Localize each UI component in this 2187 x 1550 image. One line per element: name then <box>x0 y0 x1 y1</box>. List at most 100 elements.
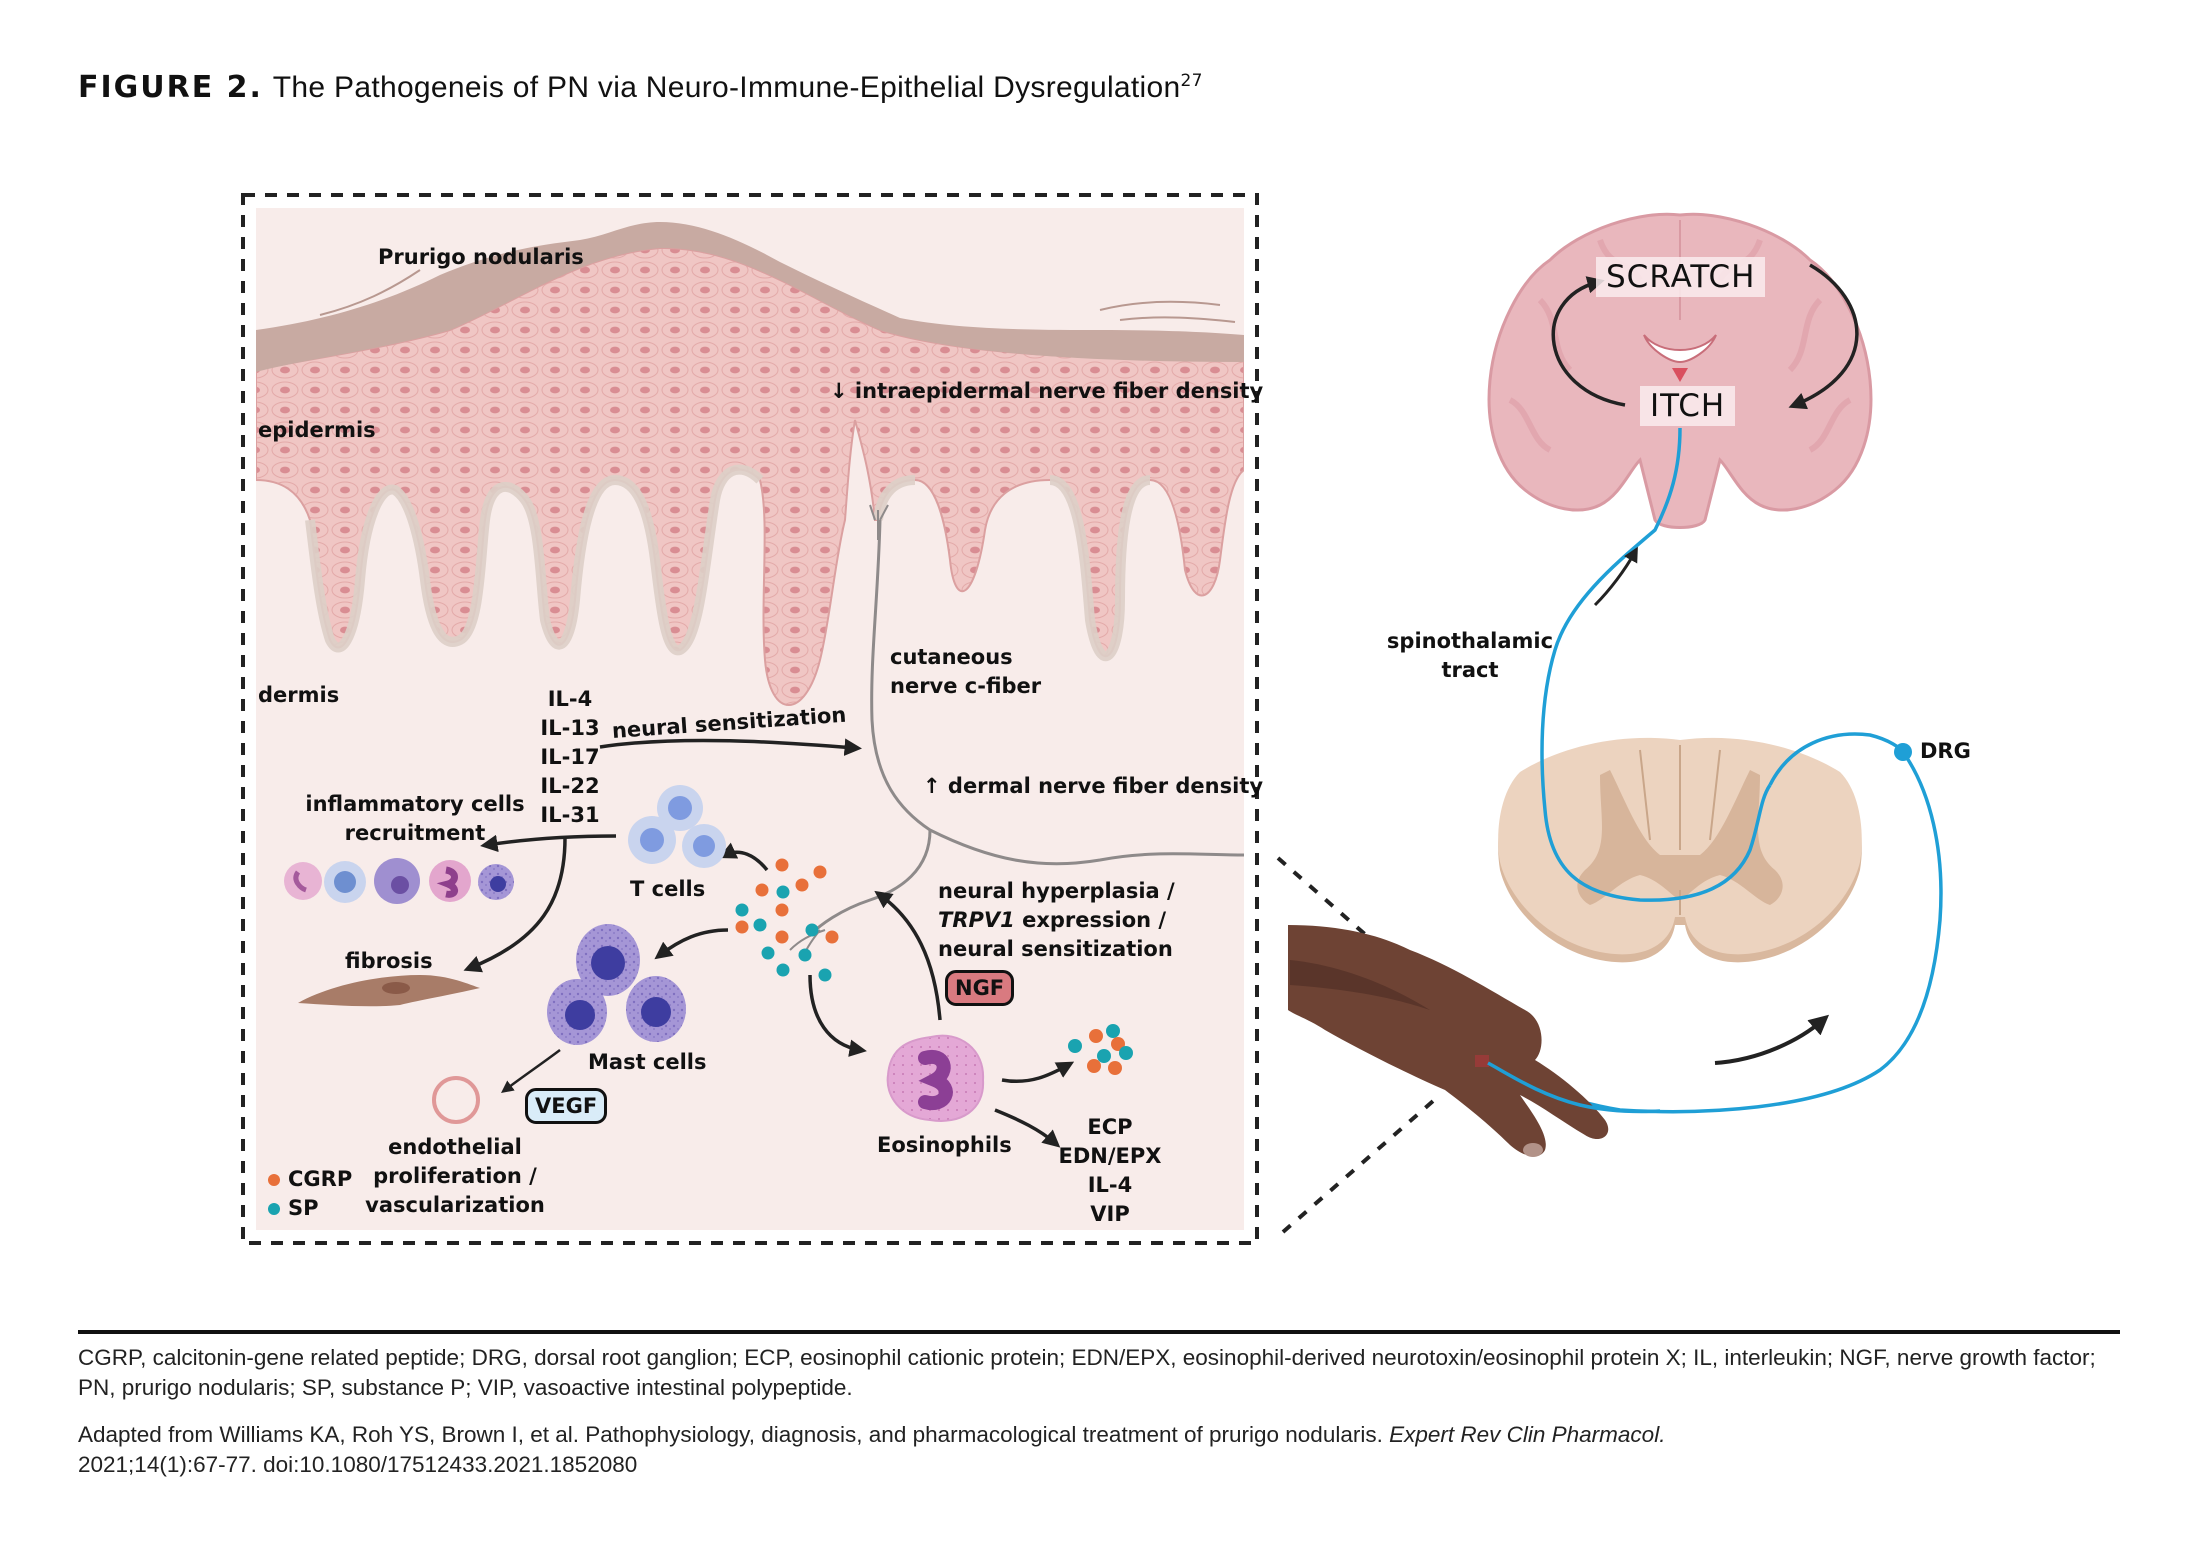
label-cutaneous-line1: cutaneous <box>890 645 1013 669</box>
eosinophil-product: VIP <box>1090 1202 1130 1226</box>
vegf-badge: VEGF <box>525 1088 608 1124</box>
mast-cells <box>547 924 686 1045</box>
neural-sensitization-arrow <box>599 738 862 756</box>
skin-panel-border <box>241 193 1259 1245</box>
label-intraepidermal-density: ↓ intraepidermal nerve fiber density <box>830 379 1264 403</box>
zoom-connector-bottom <box>1281 1093 1442 1234</box>
cgrp-dot <box>1087 1059 1101 1073</box>
sp-dot <box>798 948 812 962</box>
neuropeptide-cluster <box>735 858 839 982</box>
label-spinothalamic-line1: spinothalamic <box>1386 629 1554 653</box>
cgrp-dot <box>775 903 789 917</box>
to-tcells-arrow <box>718 842 769 872</box>
cgrp-dot <box>1111 1037 1125 1051</box>
eos-release-arrow <box>1001 1061 1075 1084</box>
eosinophil-product: IL-4 <box>1087 1173 1133 1197</box>
cytokine: IL-17 <box>540 745 600 769</box>
legend-sp: SP <box>288 1196 319 1220</box>
label-drg: DRG <box>1920 739 1971 763</box>
to-mastcells-arrow <box>654 928 729 960</box>
cytokine-list: IL-4 IL-13 IL-17 IL-22 IL-31 <box>535 685 605 830</box>
reference-superscript: 27 <box>1180 71 1203 91</box>
label-endothelial-line3: vascularization <box>365 1193 545 1217</box>
t-cells <box>628 785 726 868</box>
sp-dot <box>776 885 790 899</box>
scratch-to-itch-arrow <box>1788 263 1859 410</box>
sp-dot <box>753 918 767 932</box>
sp-dot <box>818 968 832 982</box>
label-cutaneous-nerve: cutaneous nerve c-fiber <box>890 643 1041 701</box>
stratum-corneum-nodule <box>256 222 1244 372</box>
figure-label: FIGURE 2. <box>78 70 263 105</box>
label-itch: ITCH <box>1640 386 1736 426</box>
sp-dot <box>1119 1046 1133 1060</box>
sp-dot <box>805 923 819 937</box>
sp-dot <box>1097 1049 1111 1063</box>
released-neuropeptides <box>1068 1024 1133 1075</box>
label-endothelial-line1: endothelial <box>388 1135 522 1159</box>
label-mast-cells: Mast cells <box>588 1050 707 1074</box>
label-prurigo-nodularis: Prurigo nodularis <box>378 245 584 269</box>
label-hyperplasia-line3: neural sensitization <box>938 937 1173 961</box>
eosinophil-product: EDN/EPX <box>1058 1144 1162 1168</box>
sp-dot <box>1106 1024 1120 1038</box>
footnote-separator <box>78 1330 2120 1334</box>
zoom-connector-top <box>1276 856 1442 1002</box>
label-fibrosis: fibrosis <box>345 949 433 973</box>
source-doi: 2021;14(1):67-77. doi:10.1080/17512433.2… <box>78 1452 638 1477</box>
cgrp-legend-dot <box>268 1174 280 1186</box>
label-hyperplasia-line2: TRPV1 expression / <box>938 906 1175 935</box>
drg-ganglion <box>1894 743 1912 761</box>
cgrp-dot <box>813 865 827 879</box>
label-hyperplasia-line2-rest: expression / <box>1014 908 1167 932</box>
ascending-arrow <box>1593 546 1638 607</box>
label-endothelial-line2: proliferation / <box>373 1164 537 1188</box>
label-inflammatory-line1: inflammatory cells <box>305 792 525 816</box>
label-endothelial: endothelial proliferation / vascularizat… <box>360 1133 550 1220</box>
label-spinothalamic-line2: tract <box>1441 658 1499 682</box>
sp-dot <box>1068 1039 1082 1053</box>
figure-title: FIGURE 2. The Pathogeneis of PN via Neur… <box>78 70 1203 105</box>
ngf-badge: NGF <box>945 970 1015 1006</box>
itch-to-scratch-arrow <box>1551 276 1626 407</box>
cytokine: IL-31 <box>540 803 600 827</box>
blood-vessel <box>432 1076 480 1124</box>
label-hyperplasia-line1: neural hyperplasia / <box>938 879 1175 903</box>
sp-legend-dot <box>268 1203 280 1215</box>
inflammatory-cells <box>284 858 514 904</box>
legend-cgrp: CGRP <box>288 1167 353 1191</box>
label-scratch: SCRATCH <box>1596 257 1766 297</box>
label-dermal-density: ↑ dermal nerve fiber density <box>923 774 1264 798</box>
source-journal: Expert Rev Clin Pharmacol. <box>1389 1422 1666 1447</box>
cytokine: IL-22 <box>540 774 600 798</box>
fibrosis-arrow <box>463 837 567 973</box>
eosinophil <box>886 1034 985 1122</box>
cgrp-dot <box>1089 1029 1103 1043</box>
cgrp-dot <box>825 930 839 944</box>
label-neural-hyperplasia: neural hyperplasia / TRPV1 expression / … <box>938 877 1175 964</box>
label-t-cells: T cells <box>630 877 706 901</box>
ngf-arrow <box>874 890 942 1021</box>
cytokine: IL-4 <box>547 687 593 711</box>
skin-cross-section <box>256 222 1244 1215</box>
sp-dot <box>735 903 749 917</box>
cgrp-dot <box>735 920 749 934</box>
cgrp-dot <box>795 878 809 892</box>
footnote-abbreviations: CGRP, calcitonin-gene related peptide; D… <box>78 1345 2096 1400</box>
recruitment-arrow <box>480 834 617 853</box>
scratching-hand <box>1288 925 1609 1157</box>
footnote-source: Adapted from Williams KA, Roh YS, Brown … <box>78 1420 2138 1480</box>
eosinophil-product: ECP <box>1087 1115 1133 1139</box>
eosinophil-products-list: ECP EDN/EPX IL-4 VIP <box>1050 1113 1170 1229</box>
figure-caption: The Pathogeneis of PN via Neuro-Immune-E… <box>272 71 1181 104</box>
vegf-arrow <box>500 1048 561 1093</box>
label-spinothalamic-tract: spinothalamic tract <box>1385 627 1555 685</box>
cytokine: IL-13 <box>540 716 600 740</box>
label-epidermis: epidermis <box>258 418 376 442</box>
cgrp-dot <box>755 883 769 897</box>
sp-dot <box>761 946 775 960</box>
label-inflammatory-line2: recruitment <box>344 821 486 845</box>
afferent-arrow <box>1714 1014 1830 1065</box>
label-cutaneous-line2: nerve c-fiber <box>890 674 1042 698</box>
